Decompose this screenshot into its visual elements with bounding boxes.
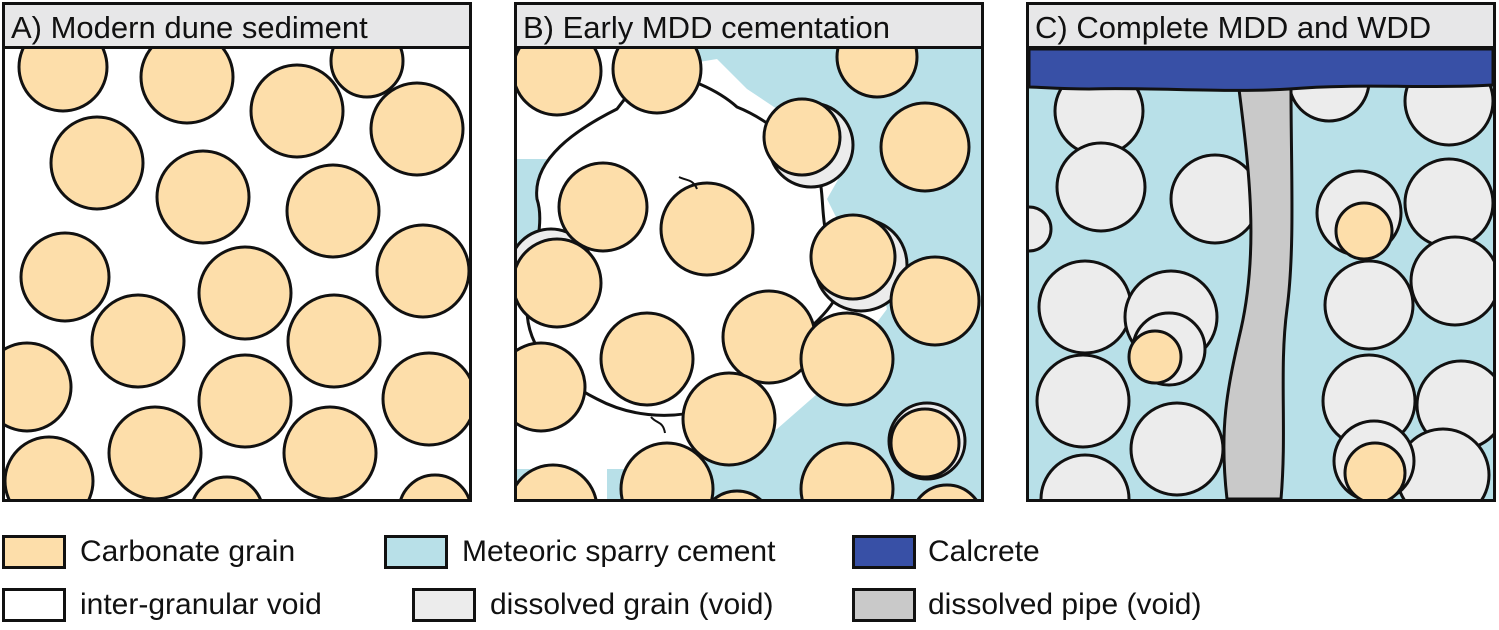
- dissolved-pipe-label: dissolved pipe (void): [928, 588, 1202, 621]
- panel-early-mdd-cementation: B) Early MDD cementation: [514, 2, 984, 502]
- carbonate-grain-remnant: [1127, 329, 1183, 385]
- carbonate-grain: [381, 351, 469, 447]
- carbonate-grain: [107, 405, 203, 499]
- dissolved-grain: [1035, 353, 1131, 449]
- dissolved-grain: [1055, 141, 1147, 233]
- panel-a-header: A) Modern dune sediment: [5, 5, 469, 49]
- sparry-cement-label: Meteoric sparry cement: [462, 535, 776, 568]
- carbonate-grain: [90, 293, 186, 389]
- dissolved-grain: [1323, 259, 1415, 351]
- legend-calcrete: Calcrete: [852, 533, 1082, 573]
- carbonate-grain: [197, 245, 293, 341]
- panel-b-title: B) Early MDD cementation: [523, 10, 890, 45]
- carbonate-grain: [809, 213, 897, 301]
- carbonate-grain: [286, 293, 382, 389]
- dissolved-pipe: [1222, 87, 1294, 499]
- panel-b-grain-drawing: [517, 49, 981, 499]
- legend-carbonate-grain: Carbonate grain: [2, 533, 362, 573]
- panel-a-title: A) Modern dune sediment: [11, 10, 368, 45]
- carbonate-grain: [619, 441, 715, 499]
- carbonate-grain: [889, 255, 981, 347]
- panel-b-grains: [517, 49, 981, 499]
- panel-a-grain-drawing: [5, 49, 469, 499]
- panel-complete-mdd-wdd: C) Complete MDD and WDD: [1026, 2, 1496, 502]
- carbonate-grain: [799, 441, 895, 499]
- carbonate-grain: [155, 149, 251, 245]
- carbonate-grain: [517, 237, 603, 329]
- carbonate-grain: [517, 341, 587, 433]
- panel-b-header: B) Early MDD cementation: [517, 5, 981, 49]
- carbonate-grain: [659, 181, 755, 277]
- panel-c-title: C) Complete MDD and WDD: [1035, 10, 1432, 45]
- carbonate-grain: [557, 161, 649, 253]
- carbonate-grain: [49, 115, 145, 211]
- carbonate-grain: [197, 353, 293, 449]
- intergranular-void-swatch: [2, 588, 66, 622]
- dissolved-grain: [1409, 235, 1493, 327]
- panel-c-header: C) Complete MDD and WDD: [1029, 5, 1493, 49]
- dissolved-grain-swatch: [412, 588, 476, 622]
- carbonate-grain: [329, 49, 405, 99]
- carbonate-grain: [599, 311, 695, 407]
- carbonate-grain: [611, 49, 703, 115]
- carbonate-grain: [369, 81, 465, 177]
- legend-dissolved-grain: dissolved grain (void): [412, 586, 832, 626]
- legend-intergranular-void: inter-granular void: [2, 586, 382, 626]
- panel-b-illustration: [517, 49, 981, 499]
- carbonate-grain: [375, 223, 469, 319]
- intergranular-void-label: inter-granular void: [80, 588, 322, 621]
- dissolved-grain: [1039, 453, 1131, 499]
- carbonate-grain: [139, 49, 235, 125]
- dissolved-grain: [1037, 259, 1133, 355]
- dissolved-grain: [1169, 153, 1261, 245]
- carbonate-grain: [17, 49, 109, 113]
- legend-dissolved-pipe: dissolved pipe (void): [852, 586, 1272, 626]
- carbonate-grain-remnant: [1343, 441, 1407, 499]
- carbonate-grain: [249, 63, 345, 159]
- carbonate-grain: [879, 101, 971, 193]
- carbonate-grain: [517, 49, 603, 117]
- dissolved-grain-label: dissolved grain (void): [490, 588, 774, 621]
- carbonate-grain: [282, 405, 378, 499]
- carbonate-grain: [712, 489, 762, 499]
- carbonate-grain: [399, 473, 469, 499]
- carbonate-grain: [916, 483, 978, 499]
- carbonate-grain: [19, 231, 111, 323]
- sparry-cement-swatch: [384, 535, 448, 569]
- carbonate-grain: [681, 371, 777, 467]
- carbonate-grain: [835, 49, 919, 99]
- panel-a-illustration: [5, 49, 469, 499]
- carbonate-grain: [5, 341, 73, 433]
- grain-crack: [650, 416, 666, 434]
- panel-c-grain-drawing: [1029, 49, 1493, 499]
- carbonate-grain-swatch: [2, 535, 66, 569]
- dissolved-pipe-swatch: [852, 588, 916, 622]
- carbonate-grain: [799, 311, 895, 407]
- calcrete-swatch: [852, 535, 916, 569]
- carbonate-grain: [5, 435, 95, 499]
- dissolved-grain: [1403, 157, 1493, 249]
- calcrete-label: Calcrete: [928, 535, 1040, 568]
- dissolved-grain: [1029, 205, 1053, 253]
- panel-c-illustration: [1029, 49, 1493, 499]
- panel-modern-dune-sediment: A) Modern dune sediment: [2, 2, 472, 502]
- carbonate-grain: [762, 97, 842, 177]
- carbonate-grain: [517, 463, 598, 499]
- carbonate-grain: [192, 475, 262, 499]
- carbonate-grain-remnant: [1334, 201, 1394, 261]
- carbonate-grain: [285, 163, 381, 259]
- grain-crack: [678, 176, 698, 190]
- dissolved-grain: [1129, 401, 1225, 497]
- carbonate-grain-label: Carbonate grain: [80, 535, 296, 568]
- carbonate-grain: [889, 407, 961, 479]
- legend-sparry-cement: Meteoric sparry cement: [384, 533, 844, 573]
- calcrete-crust: [1029, 49, 1493, 92]
